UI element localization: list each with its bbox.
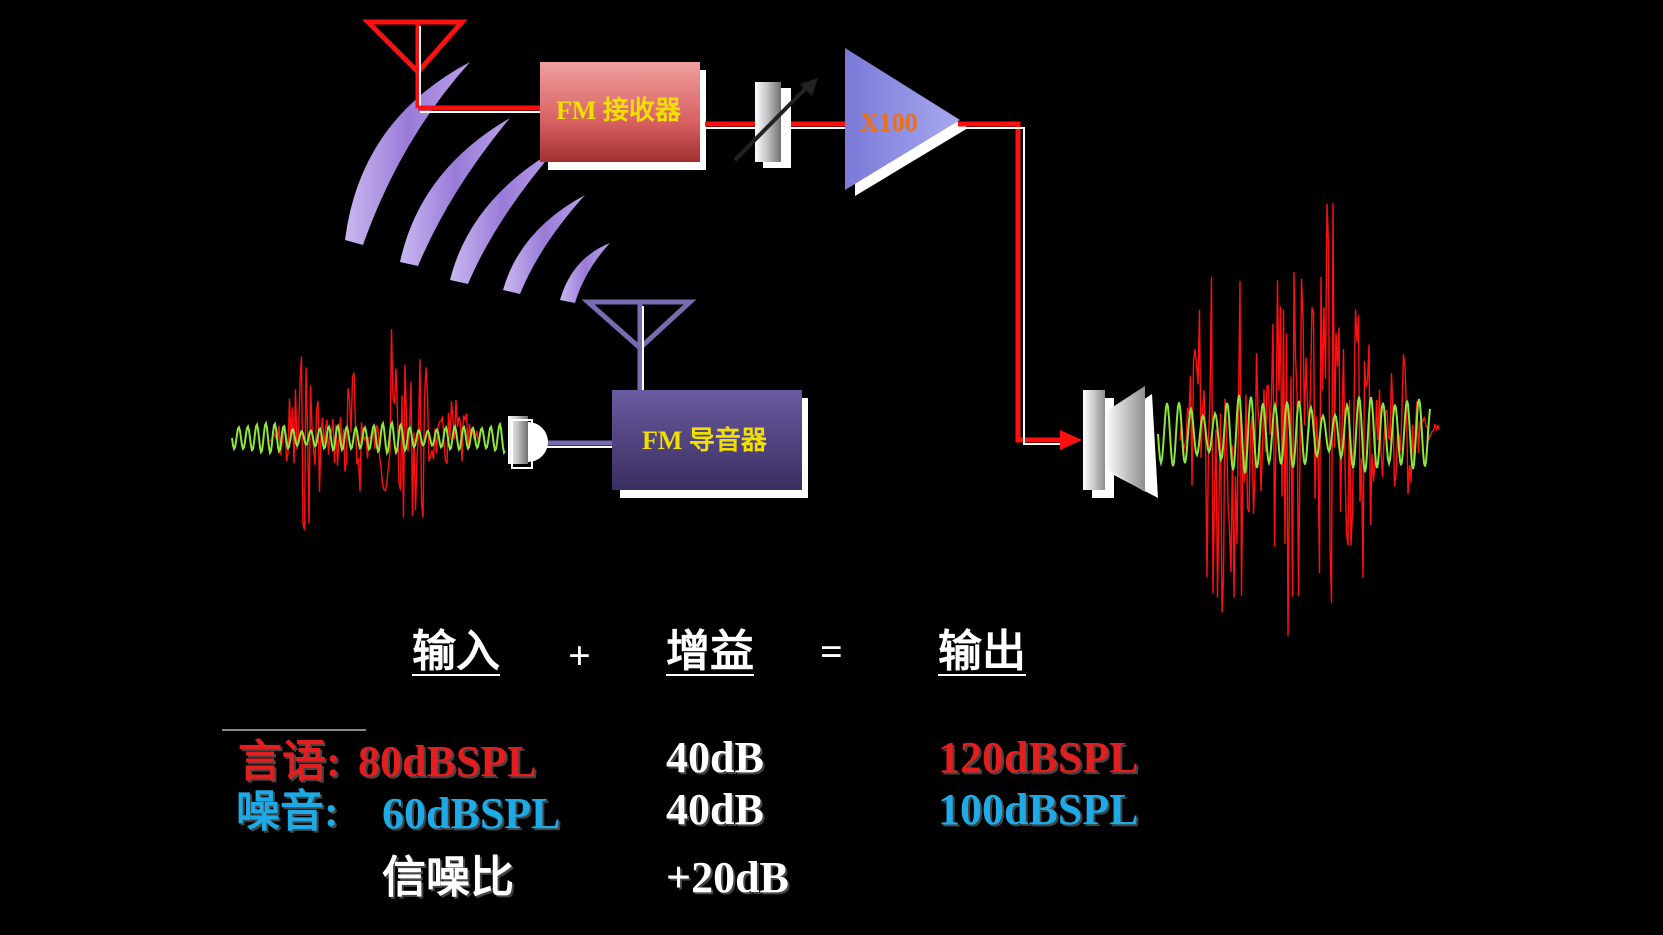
plus-sign: + (568, 633, 591, 678)
speaker-icon (1083, 386, 1158, 498)
output-noise-waveform (1157, 394, 1431, 474)
transmitter-box (612, 390, 808, 498)
speech-input-value: 80dBSPL (358, 737, 537, 786)
input-speech-waveform (269, 329, 481, 531)
transmitter-label: FM 导音器 (642, 426, 767, 455)
snr-gain-value: +20dB (666, 853, 789, 902)
speech-gain-value: 40dB (666, 733, 764, 782)
snr-label: 信噪比 (382, 853, 514, 902)
volume-control-icon (733, 78, 818, 168)
input-noise-waveform (231, 419, 506, 457)
speech-output-value: 120dBSPL (938, 733, 1139, 782)
signal-arrow-icon (1060, 430, 1082, 450)
radio-waves-icon (345, 62, 610, 303)
microphone-icon (508, 416, 548, 469)
input-heading: 输入 (412, 627, 500, 676)
output-heading: 输出 (938, 627, 1026, 676)
noise-input-value: 60dBSPL (382, 789, 561, 838)
gain-heading: 增益 (666, 627, 754, 676)
speech-label: 言语: (238, 737, 341, 786)
transmitter-antenna-icon (581, 299, 697, 392)
amplifier-triangle (845, 48, 968, 196)
noise-output-value: 100dBSPL (938, 785, 1139, 834)
receiver-label: FM 接收器 (556, 96, 681, 125)
receiver-box (540, 62, 706, 170)
noise-label: 噪音: (236, 787, 339, 836)
amplifier-label: X100 (860, 108, 918, 137)
receiver-antenna-icon (361, 19, 545, 113)
equals-sign: = (820, 629, 843, 674)
noise-gain-value: 40dB (666, 785, 764, 834)
